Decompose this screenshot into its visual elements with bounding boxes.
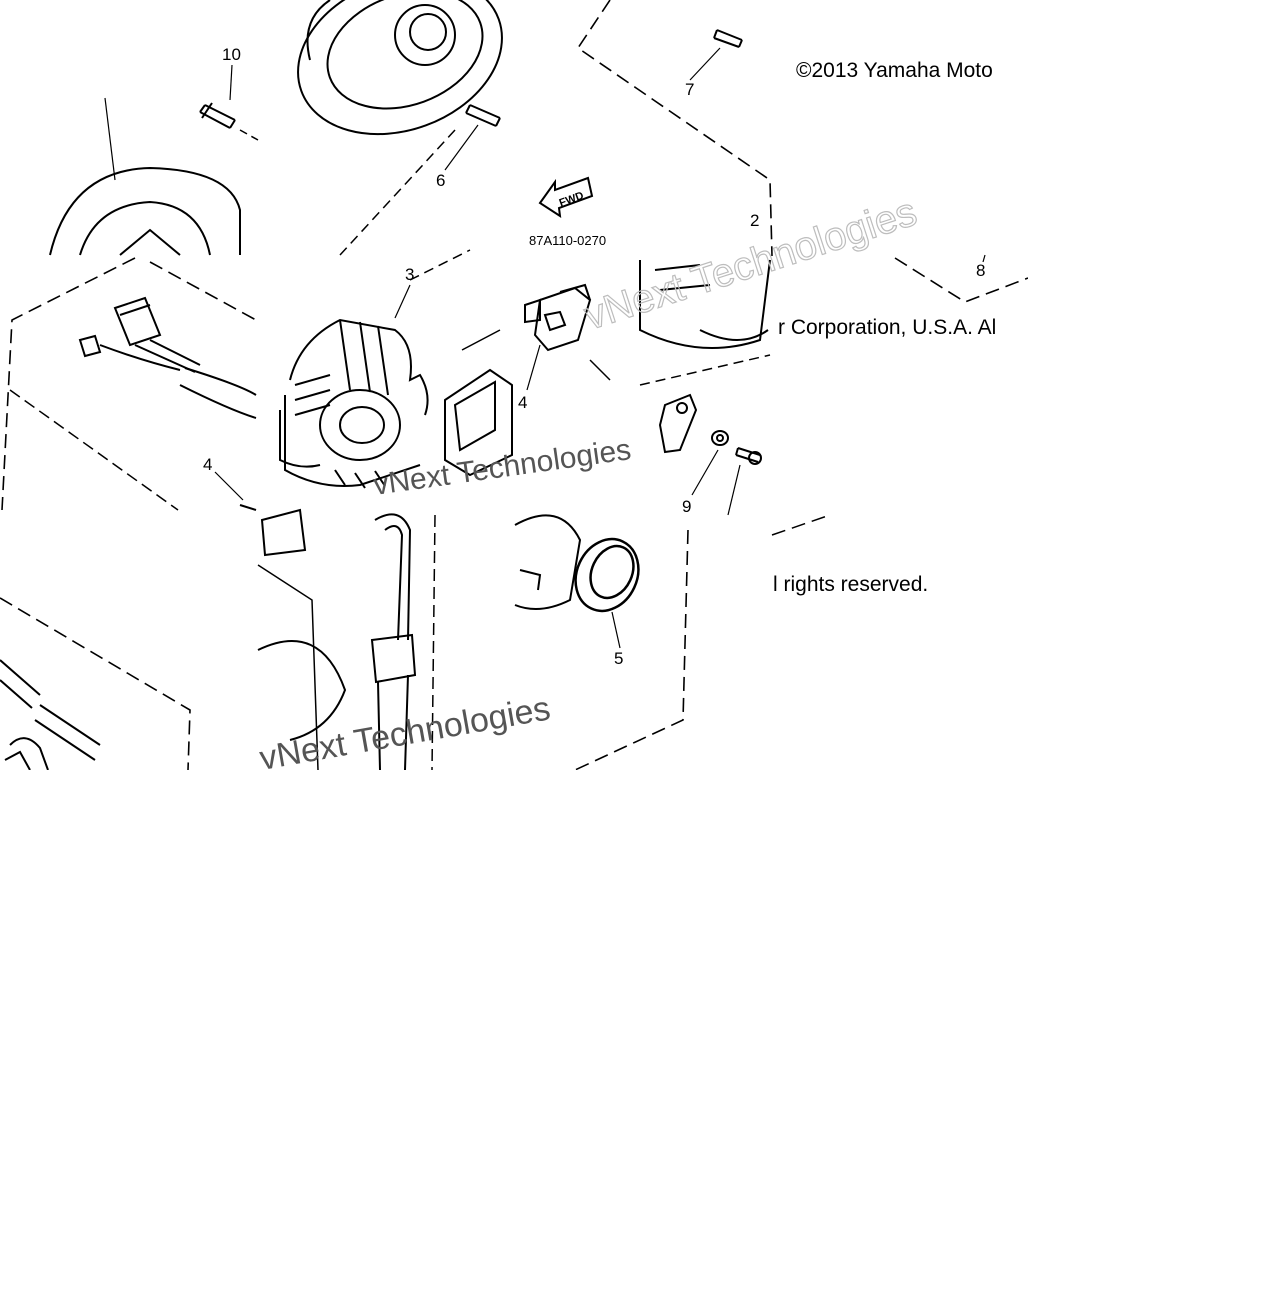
callout-labels: 10 6 7 2 8 3 4 4 9 5 [203,45,985,668]
copyright-line-3: l rights reserved. [773,573,929,596]
stator-coil [279,318,429,489]
regulator-bracket [524,283,592,352]
callout-10: 10 [222,45,241,64]
bolt-7 [713,29,743,48]
crankcase-cover [639,259,771,349]
callout-2: 2 [750,211,759,230]
callout-9: 9 [682,497,691,516]
fwd-arrow-icon [538,176,594,219]
bolt-6 [465,104,501,127]
copyright-line-1: ©2013 Yamaha Moto [796,59,993,82]
cable-clamp [658,393,698,454]
callout-6: 6 [436,171,445,190]
lead-cable [370,513,417,771]
callout-3: 3 [405,265,414,284]
callout-4-left: 4 [203,455,212,474]
part-number-label: 87A110-0270 [529,233,606,248]
bolt-9 [735,447,762,465]
washer-9 [711,430,729,446]
callout-5: 5 [614,649,623,668]
flywheel-rotor-left [49,166,241,256]
oil-seal [574,537,640,613]
blank-area [0,770,1285,1285]
flywheel-rotor-top [297,0,503,136]
watermark-text-2: vNext Technologies [371,433,633,502]
callout-4-right: 4 [518,393,527,412]
bolt-10 [199,102,236,129]
pulser-coil [444,368,513,477]
copyright-line-2: r Corporation, U.S.A. Al [778,316,997,339]
callout-7: 7 [685,80,694,99]
blank-area-right [1028,0,1285,770]
engine-case-fragment [514,514,582,610]
watermark: vNext Technologies vNext Technologies vN… [257,189,923,778]
lead-wire-bundle [0,659,101,771]
callout-8: 8 [976,261,985,280]
wire-harness-coupler [78,296,257,419]
